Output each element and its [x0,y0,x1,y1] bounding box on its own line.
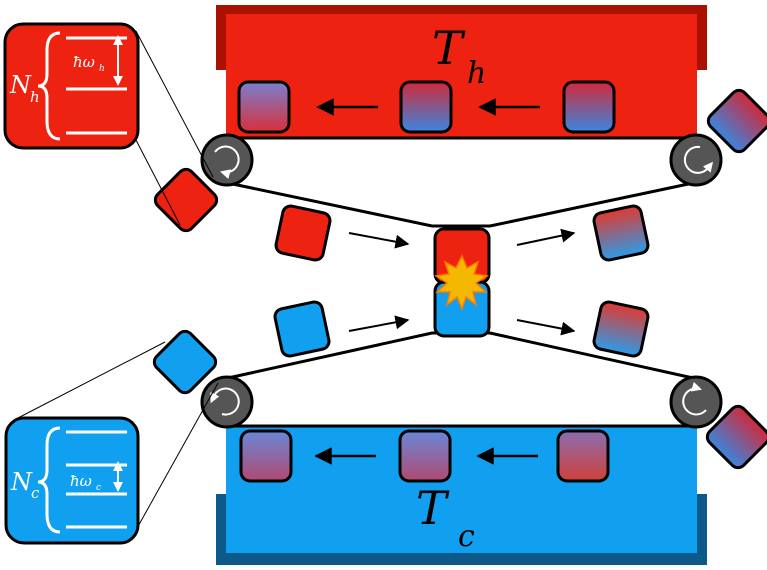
roller-cold-right [669,375,723,429]
hot-belt-bottom [227,181,694,228]
belts [226,136,697,428]
reservoir-arrows [314,98,540,465]
roller-cold-left [200,375,254,429]
qubit-square [152,329,218,395]
cold-n-sub: c [31,484,40,502]
hot-reservoir-label: T [432,21,466,75]
cold-reservoir-body [226,425,697,553]
cold-level-inset: ħω c N c [4,341,219,545]
hot-level-inset: ħω h N h [3,22,214,226]
qubit-square [237,80,291,134]
hot-inset-box [3,22,140,150]
hot-reservoir-qubits [237,80,616,134]
cold-reservoir-label: T [416,481,450,535]
collision-center [433,227,491,338]
rollers [200,133,723,429]
cold-gap-label: ħω [70,472,92,490]
roller-hot-left [200,133,254,187]
qubit-square [592,204,650,262]
qubit-square [556,429,610,483]
spark-icon [433,254,490,312]
transfer-arrows [348,228,576,336]
zoom-line [15,341,166,420]
cold-inset-brace [37,426,61,534]
qubit-square [706,88,767,154]
cold-inset-box [4,416,140,545]
arrow-right [516,319,576,336]
hot-n-label: N [9,71,32,99]
cold-reservoir-sub: c [458,519,475,554]
hot-inset-brace [37,31,61,141]
qubit-square [239,429,293,483]
hot-reservoir-sub: h [467,56,486,91]
cold-reservoir-frame [216,494,707,565]
cold-reservoir: T c [216,425,707,565]
arrow-right [516,228,576,246]
hot-gap-sub: h [99,64,105,74]
qubit-square [398,429,452,483]
hot-reservoir: T h [216,5,707,138]
qubit-square [153,167,219,233]
arrow-right [348,232,410,249]
hot-gap-label: ħω [73,53,95,71]
qubit-square [705,404,767,470]
qubit-square [399,80,453,134]
hot-reservoir-body [226,14,697,138]
qubit-square [592,300,650,358]
zoom-line [135,382,219,531]
hot-n-sub: h [30,88,40,106]
zoom-line [135,139,181,226]
zoom-line [135,30,214,178]
cold-reservoir-qubits [239,429,610,483]
cold-gap-sub: c [96,483,101,493]
arrow-right [348,315,410,332]
roller-hot-right [669,133,723,187]
qubit-square [562,80,616,134]
qubit-square [274,204,332,262]
qubit-square [273,300,331,358]
hot-reservoir-frame [216,5,707,70]
cold-n-label: N [10,468,33,496]
belt-qubits [152,88,767,470]
